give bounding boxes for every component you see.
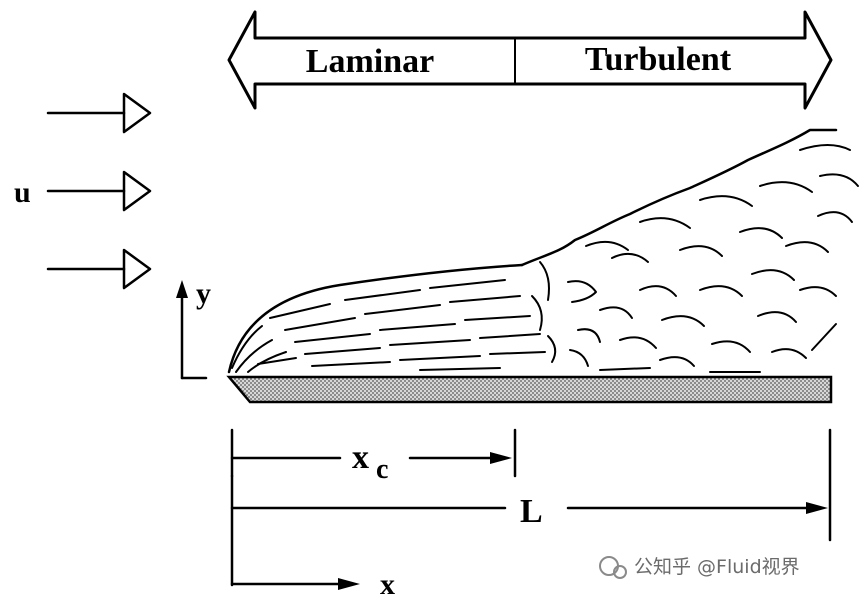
turbulent-boundary-layer — [520, 128, 859, 373]
y-axis — [176, 280, 208, 380]
laminar-boundary-layer — [227, 263, 546, 374]
laminar-label: Laminar — [306, 43, 434, 80]
critical-length-base: x — [352, 439, 369, 476]
watermark: 公知乎 @Fluid视界 — [599, 556, 800, 579]
laminar-edge — [227, 263, 524, 374]
plate-length-dimension — [230, 428, 832, 587]
watermark-icon — [599, 556, 619, 576]
critical-length-dimension — [230, 428, 517, 478]
watermark-text: 公知乎 @Fluid视界 — [634, 556, 800, 578]
turbulent-edge — [520, 128, 838, 267]
region-arrow: Laminar Turbulent — [227, 10, 833, 110]
freestream-arrow-head — [122, 92, 152, 134]
freestream-arrow-head — [122, 170, 152, 212]
x-axis — [230, 578, 360, 590]
flat-plate — [226, 375, 833, 404]
plate-length-label: L — [520, 493, 543, 530]
freestream-arrows — [46, 92, 152, 290]
x-axis-label: x — [380, 568, 395, 601]
freestream-arrow-head — [122, 248, 152, 290]
turbulent-label: Turbulent — [585, 41, 732, 78]
velocity-label: u — [14, 176, 31, 209]
critical-length-subscript: c — [376, 454, 388, 485]
y-axis-label: y — [196, 277, 211, 310]
